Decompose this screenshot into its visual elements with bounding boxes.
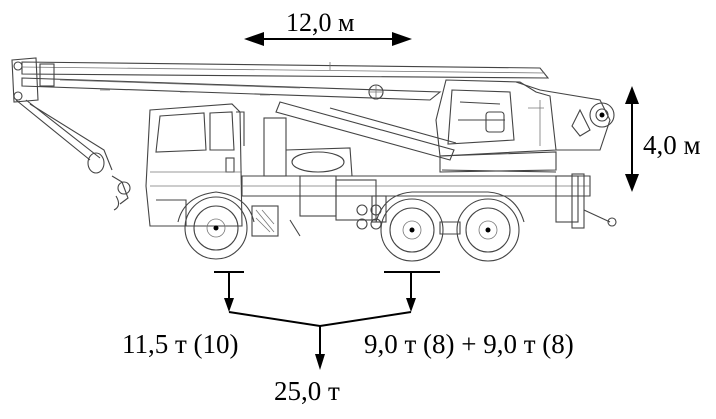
front-wheel [177,191,255,260]
boom-length-arrow [244,32,412,46]
total-load-label: 25,0 т [274,376,340,406]
rear-wheel-2 [456,198,520,262]
chassis [241,117,617,237]
load-combination-lines [228,311,412,328]
rear-fender [375,191,525,223]
crane-boom [11,57,550,103]
front-axle-load-arrow [214,271,244,312]
height-arrow [625,86,639,192]
rear-wheel-1 [380,198,444,262]
height-label: 4,0 м [643,130,701,160]
turntable [435,79,615,173]
total-load-arrow [315,326,325,370]
rear-axle-load-label: 9,0 т (8) + 9,0 т (8) [364,329,574,359]
luffing-cylinder [275,101,457,161]
axle-bogie [439,221,461,235]
truck-cab [145,103,245,227]
front-axle-load-label: 11,5 т (10) [122,329,239,359]
hook-assembly [15,99,131,211]
boom-length-label: 12,0 м [286,8,355,37]
rear-axle-load-arrow [384,271,440,312]
